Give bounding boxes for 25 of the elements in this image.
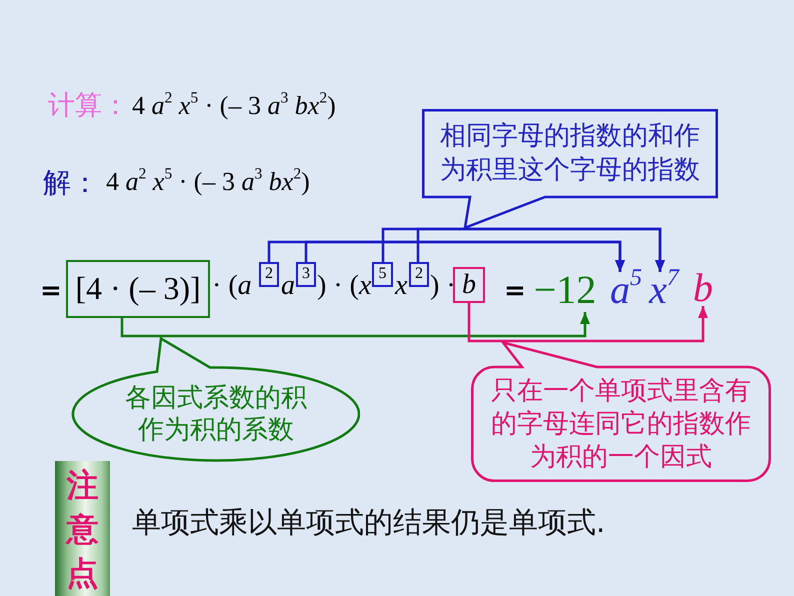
callout-box: 相同字母的指数的和作为积里这个字母的指数	[422, 109, 718, 229]
exponent-box: 3	[296, 262, 316, 287]
exponent-box: 5	[372, 262, 393, 287]
math-expression: x	[395, 269, 408, 303]
note-tab: 注意点	[55, 461, 110, 596]
math-expression: · (a	[212, 269, 252, 303]
arrow	[120, 312, 590, 338]
callout-box: 只在一个单项式里含有的字母连同它的指数作为积的一个因式	[471, 341, 771, 482]
math-expression: 4 a$^{2}$ x$^{5}$ · (– 3 a$^{3}$ bx$^{2}$)	[132, 88, 336, 122]
math-expression: ) ·	[430, 269, 456, 303]
exponent-box: 2	[259, 262, 279, 287]
exponent-box: 2	[409, 262, 429, 287]
math-term: b	[690, 270, 716, 306]
prompt-label: 计算：	[48, 89, 129, 123]
math-expression: 4 a$^{2}$ x$^{5}$ · (– 3 a$^{3}$ bx$^{2}$)	[106, 164, 310, 198]
highlight-box: [4 · (– 3)]	[66, 260, 210, 318]
equals-sign: =	[40, 276, 62, 306]
note-text: 单项式乘以单项式的结果仍是单项式.	[132, 504, 606, 541]
solution-label: 解：	[43, 165, 99, 201]
equals-sign: =	[504, 276, 526, 306]
math-expression: ) · (x	[317, 269, 372, 303]
math-expression: a	[281, 269, 295, 303]
highlight-box: b	[453, 267, 485, 303]
arrow	[468, 303, 708, 342]
math-term: −12	[531, 268, 599, 312]
